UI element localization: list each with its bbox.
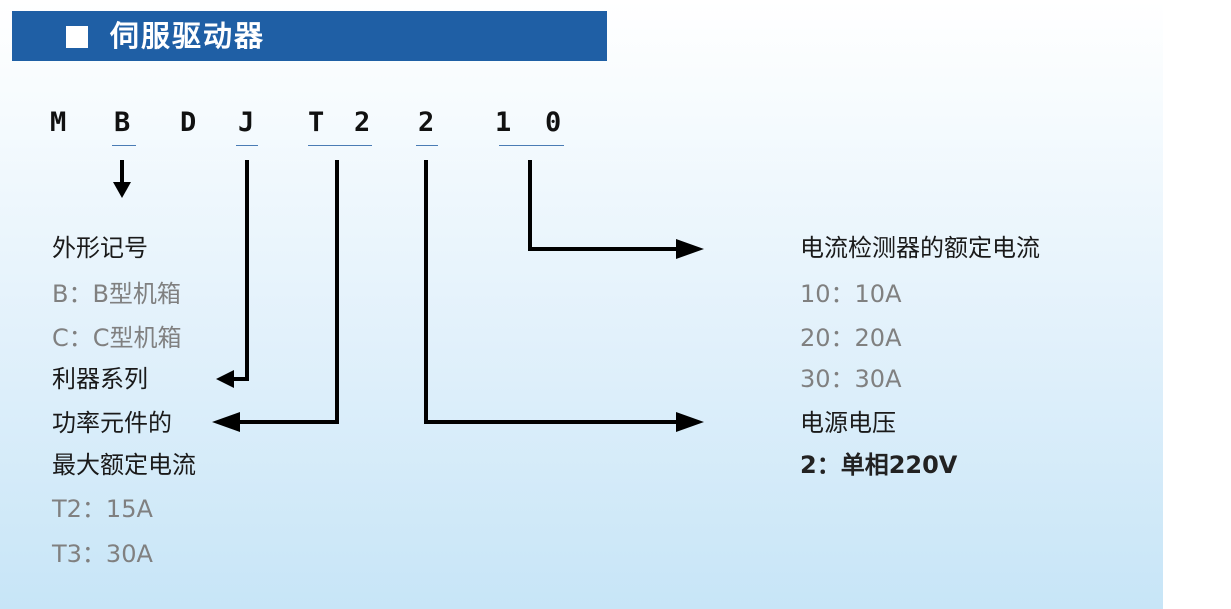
code-char-t: T — [308, 107, 325, 138]
title-bar: 伺服驱动器 — [12, 11, 607, 61]
arrow-power-rating — [212, 160, 339, 432]
code-char-2a: 2 — [354, 107, 371, 138]
code-char-d: D — [180, 107, 197, 138]
current-option-30: 30：30A — [800, 365, 902, 393]
outline-option-b: B：B型机箱 — [52, 280, 181, 308]
code-char-b: B — [114, 107, 131, 138]
code-char-0: 0 — [545, 107, 562, 138]
code-char-j: J — [238, 107, 255, 138]
arrow-outline-code — [113, 160, 131, 198]
power-rating-heading-2: 最大额定电流 — [52, 451, 196, 479]
underline-b — [112, 145, 136, 146]
underline-10 — [499, 145, 564, 146]
current-option-20: 20：20A — [800, 324, 902, 352]
code-char-m: M — [50, 107, 67, 138]
current-detector-heading: 电流检测器的额定电流 — [800, 234, 1040, 262]
arrow-series — [216, 160, 249, 388]
page-title: 伺服驱动器 — [110, 19, 266, 53]
power-option-t2: T2：15A — [52, 495, 153, 523]
square-icon — [66, 26, 88, 48]
underline-j — [236, 145, 258, 146]
diagram-panel — [0, 0, 1163, 609]
code-char-2b: 2 — [418, 107, 435, 138]
arrow-voltage — [424, 160, 704, 432]
series-label: 利器系列 — [52, 365, 148, 393]
underline-t2 — [308, 145, 372, 146]
arrow-current-detector — [528, 160, 704, 259]
code-char-1: 1 — [495, 107, 512, 138]
voltage-option-2: 2：单相220V — [800, 451, 958, 479]
power-rating-heading-1: 功率元件的 — [52, 409, 172, 437]
current-option-10: 10：10A — [800, 280, 902, 308]
outline-option-c: C：C型机箱 — [52, 324, 182, 352]
outline-code-heading: 外形记号 — [52, 234, 148, 262]
underline-2 — [416, 145, 438, 146]
voltage-heading: 电源电压 — [800, 409, 896, 437]
power-option-t3: T3：30A — [52, 540, 153, 568]
